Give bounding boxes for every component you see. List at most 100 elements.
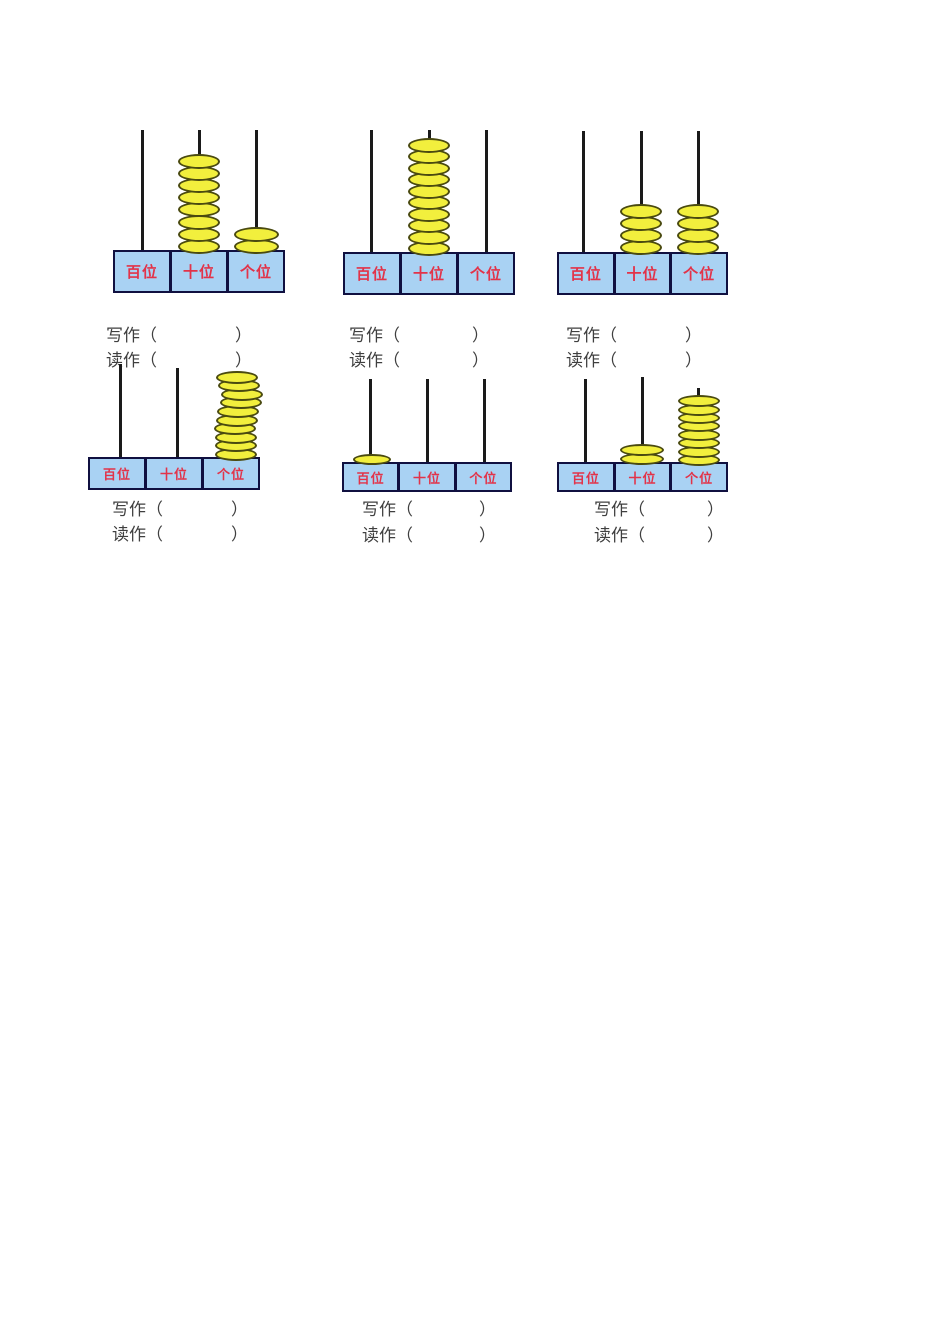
bead-ones — [216, 371, 258, 384]
place-cell-hundreds: 百位 — [90, 459, 144, 488]
place-value-box: 百位 十位 个位 — [343, 252, 515, 295]
rod-ones — [696, 131, 700, 256]
place-cell-tens: 十位 — [399, 254, 456, 293]
write-line: 写作（ ） — [566, 321, 702, 346]
place-label-hundreds: 百位 — [569, 266, 602, 283]
rod-tens — [640, 377, 644, 466]
close-paren: ） — [685, 326, 702, 345]
rod-tens — [639, 131, 643, 256]
close-paren: ） — [235, 351, 252, 370]
bead-ones — [677, 204, 719, 219]
bead-ones — [678, 395, 720, 407]
read-line: 读作（） — [112, 520, 248, 545]
bead-tens — [620, 204, 662, 219]
close-paren: ） — [235, 326, 252, 345]
place-cell-ones: 个位 — [456, 254, 513, 293]
place-value-box: 百位 十位 个位 — [88, 457, 260, 490]
rod-ones — [482, 379, 486, 466]
place-cell-ones: 个位 — [453, 464, 510, 490]
write-label: 写作 — [594, 500, 628, 519]
place-cell-ones: 个位 — [669, 464, 726, 490]
close-paren: ） — [707, 500, 724, 519]
write-label: 写作 — [362, 500, 396, 519]
place-label-tens: 十位 — [159, 467, 188, 482]
place-cell-ones: 个位 — [226, 252, 283, 291]
read-line: 读作（） — [349, 346, 489, 371]
write-label: 写作 — [106, 326, 140, 345]
open-paren: （ — [600, 326, 617, 345]
place-cell-ones: 个位 — [201, 459, 258, 488]
place-cell-ones: 个位 — [669, 254, 726, 293]
rod-hundreds — [140, 130, 144, 254]
open-paren: （ — [140, 326, 157, 345]
place-label-ones: 个位 — [239, 264, 272, 281]
close-paren: ） — [707, 526, 724, 545]
rod-ones — [484, 130, 488, 256]
open-paren: （ — [396, 500, 413, 519]
place-label-hundreds: 百位 — [355, 266, 388, 283]
place-label-ones: 个位 — [683, 266, 716, 283]
read-line: 读作（ ） — [106, 346, 252, 371]
place-label-ones: 个位 — [685, 470, 714, 486]
place-cell-tens: 十位 — [612, 254, 670, 293]
place-label-tens: 十位 — [626, 266, 659, 283]
open-paren: （ — [140, 351, 157, 370]
rod-tens — [175, 368, 179, 461]
close-paren: ） — [472, 326, 489, 345]
read-label: 读作 — [349, 351, 383, 370]
place-cell-tens: 十位 — [397, 464, 453, 490]
write-line: 写作（ ） — [106, 321, 252, 346]
read-line: 读作（） — [566, 346, 702, 371]
place-value-box: 百位十位个位 — [113, 250, 285, 293]
place-cell-tens: 十位 — [169, 252, 226, 291]
place-cell-hundreds: 百位 — [345, 254, 399, 293]
place-label-ones: 个位 — [216, 467, 245, 482]
write-line: 写作（ ） — [362, 495, 496, 520]
read-label: 读作 — [106, 351, 140, 370]
rod-hundreds — [368, 379, 372, 466]
open-paren: （ — [396, 526, 413, 545]
write-label: 写作 — [112, 500, 146, 519]
place-label-ones: 个位 — [469, 266, 502, 283]
bead-tens — [178, 154, 220, 169]
place-label-hundreds: 百位 — [125, 264, 158, 281]
open-paren: （ — [628, 526, 645, 545]
place-value-box: 百位十位个位 — [342, 462, 512, 492]
rod-hundreds — [118, 364, 122, 461]
bead-tens — [408, 138, 450, 153]
rod-hundreds — [583, 379, 587, 466]
place-cell-hundreds: 百位 — [559, 254, 613, 293]
close-paren: ） — [479, 526, 496, 545]
bead-tens — [620, 444, 664, 456]
close-paren: ） — [231, 500, 248, 519]
open-paren: （ — [628, 500, 645, 519]
close-paren: ） — [479, 500, 496, 519]
close-paren: ） — [472, 351, 489, 370]
write-line: 写作（ ） — [594, 495, 724, 520]
open-paren: （ — [383, 326, 400, 345]
place-cell-hundreds: 百位 — [559, 464, 613, 490]
rod-hundreds — [581, 131, 585, 256]
rod-hundreds — [369, 130, 373, 256]
place-label-ones: 个位 — [469, 470, 498, 486]
place-label-hundreds: 百位 — [102, 467, 131, 482]
open-paren: （ — [146, 500, 163, 519]
bead-ones — [234, 227, 279, 242]
read-line: 读作（ ） — [362, 521, 496, 546]
open-paren: （ — [146, 525, 163, 544]
rod-tens — [425, 379, 429, 466]
write-line: 写作（ ） — [112, 495, 248, 520]
write-label: 写作 — [566, 326, 600, 345]
read-label: 读作 — [362, 526, 396, 545]
write-line: 写作（） — [349, 321, 489, 346]
place-cell-hundreds: 百位 — [115, 252, 169, 291]
place-value-box: 百位十位个位 — [557, 462, 728, 492]
place-cell-tens: 十位 — [144, 459, 201, 488]
place-label-tens: 十位 — [412, 266, 445, 283]
